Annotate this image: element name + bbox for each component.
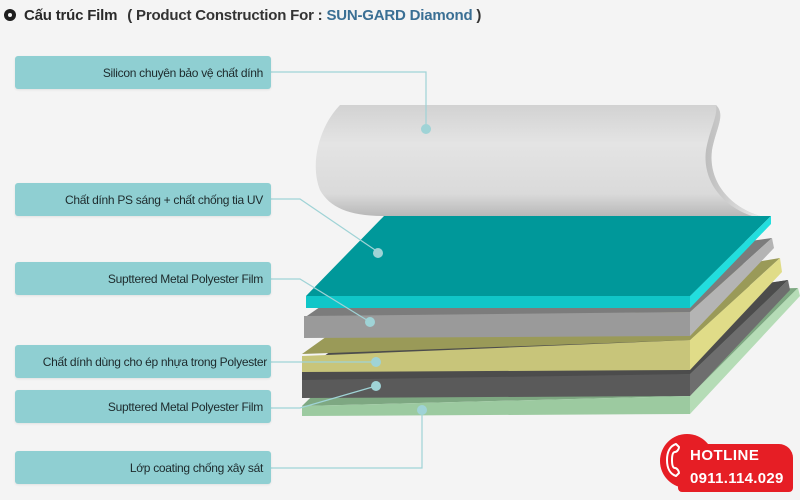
label-sputtered-metal-film-1: Supttered Metal Polyester Film bbox=[15, 262, 271, 295]
subtitle-suffix: ) bbox=[476, 6, 482, 24]
hotline-body-shape bbox=[678, 444, 793, 492]
label-scratch-resistant-coating: Lớp coating chống xây sát bbox=[15, 451, 271, 484]
label-silicon-release-liner: Silicon chuyên bảo vệ chất dính bbox=[15, 56, 271, 89]
hotline-phone-number[interactable]: 0911.114.029 bbox=[690, 470, 784, 487]
page-header: Cấu trúc Film ( Product Construction For… bbox=[4, 4, 481, 26]
label-sputtered-metal-film-2: Supttered Metal Polyester Film bbox=[15, 390, 271, 423]
dot-silicon-layer bbox=[421, 124, 431, 134]
page-subtitle: ( Product Construction For : SUN-GARD Di… bbox=[127, 7, 481, 24]
dot-adhesive-uv-layer bbox=[373, 248, 383, 258]
page-title: Cấu trúc Film bbox=[24, 6, 118, 24]
hotline-title: HOTLINE bbox=[690, 447, 760, 464]
dot-scratch-coating-layer bbox=[417, 405, 427, 415]
dot-metal-film-2-layer bbox=[371, 381, 381, 391]
ps-adhesive-uv-layer-shape bbox=[306, 216, 771, 308]
brand-name: SUN-GARD Diamond bbox=[326, 6, 473, 24]
label-ps-adhesive-uv: Chất dính PS sáng + chất chống tia UV bbox=[15, 183, 271, 216]
phone-icon bbox=[666, 443, 680, 477]
dot-laminating-adhesive-layer bbox=[371, 357, 381, 367]
subtitle-prefix: ( Product Construction For : bbox=[127, 6, 323, 24]
hotline-badge[interactable]: HOTLINE 0911.114.029 bbox=[660, 428, 795, 494]
silicon-release-liner-roll bbox=[315, 105, 760, 216]
dot-metal-film-1-layer bbox=[365, 317, 375, 327]
label-laminating-adhesive: Chất dính dùng cho ép nhựa trong Polyest… bbox=[15, 345, 271, 378]
circle-bullet-icon bbox=[4, 9, 16, 21]
connector-lines bbox=[271, 71, 427, 469]
connector-dots bbox=[365, 124, 431, 415]
